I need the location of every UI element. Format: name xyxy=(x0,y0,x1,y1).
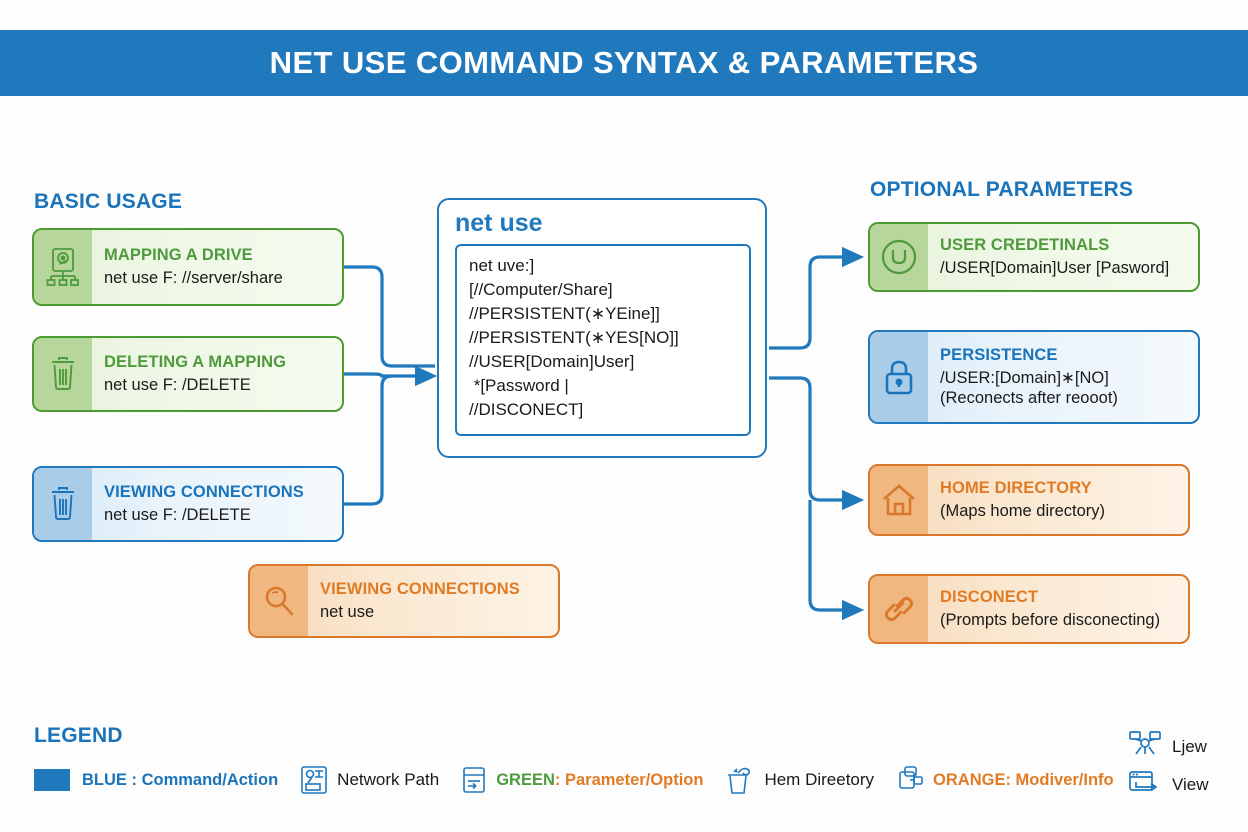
legend-item-orange-modifier: ORANGE: Modiver/Info xyxy=(896,764,1114,796)
card-body: HOME DIRECTORY (Maps home directory) xyxy=(928,466,1188,534)
basic-usage-heading: BASIC USAGE xyxy=(34,190,183,213)
code-line: net uve:] xyxy=(469,255,535,275)
legend-row: BLUE : Command/Action Network Path xyxy=(34,764,1136,796)
code-line: *[Password | xyxy=(469,376,569,396)
card-subtitle: /USER[Domain]User [Pasword] xyxy=(940,258,1170,277)
legend-item-ljew: Ljew xyxy=(1128,730,1209,763)
legend-label: View xyxy=(1172,774,1209,794)
card-body: DISCONECT (Prompts before disconecting) xyxy=(928,576,1188,642)
card-persistence[interactable]: PERSISTENCE /USER:[Domain]∗[NO] (Reconec… xyxy=(868,330,1200,424)
trash-icon xyxy=(34,468,92,540)
color-swatch xyxy=(34,769,70,791)
code-line: //PERSISTENT(∗YES[NO]] xyxy=(469,327,679,347)
card-mapping-a-drive[interactable]: MAPPING A DRIVE net use F: //server/shar… xyxy=(32,228,344,306)
legend-label-green: GREEN xyxy=(496,770,555,789)
legend-label-orange: : Parameter/Option xyxy=(554,770,704,789)
page-title: NET USE COMMAND SYNTAX & PARAMETERS xyxy=(269,45,979,80)
server-icon xyxy=(461,765,487,795)
center-code-block: net uve:] [//Computer/Share] //PERSISTEN… xyxy=(455,243,751,436)
legend-item-blue: BLUE : Command/Action xyxy=(34,769,278,791)
legend-heading: LEGEND xyxy=(34,724,123,747)
header-banner: NET USE COMMAND SYNTAX & PARAMETERS xyxy=(0,30,1248,96)
code-line: [//Computer/Share] xyxy=(469,279,613,299)
card-subtitle: net use F: //server/share xyxy=(104,268,283,287)
card-subtitle: (Prompts before disconecting) xyxy=(940,610,1161,629)
legend-label: Network Path xyxy=(337,770,440,789)
center-box-title: net use xyxy=(455,209,543,237)
legend-item-network-path: Network Path xyxy=(300,765,439,795)
trash-icon xyxy=(34,338,92,410)
legend-label: Hem Direetory xyxy=(764,770,875,789)
card-body: MAPPING A DRIVE net use F: //server/shar… xyxy=(92,230,342,304)
card-body: PERSISTENCE /USER:[Domain]∗[NO] (Reconec… xyxy=(928,332,1198,422)
card-subtitle-2: (Reconects after reooot) xyxy=(940,388,1118,407)
card-body: VIEWING CONNECTIONS net use xyxy=(308,566,558,636)
card-title: PERSISTENCE xyxy=(940,346,1058,365)
link-chain-icon xyxy=(870,576,928,642)
card-disconect[interactable]: DISCONECT (Prompts before disconecting) xyxy=(868,574,1190,644)
window-arrow-icon xyxy=(1128,769,1162,800)
card-subtitle: (Maps home directory) xyxy=(940,501,1106,520)
network-path-icon xyxy=(300,765,328,795)
card-title: DELETING A MAPPING xyxy=(104,353,287,372)
card-body: DELETING A MAPPING net use F: /DELETE xyxy=(92,338,342,410)
lock-icon xyxy=(870,332,928,422)
legend-item-view: View xyxy=(1128,769,1209,800)
hard-drive-network-icon xyxy=(34,230,92,304)
card-body: VIEWING CONNECTIONS net use F: /DELETE xyxy=(92,468,342,540)
card-title: VIEWING CONNECTIONS xyxy=(104,483,304,502)
card-title: MAPPING A DRIVE xyxy=(104,246,253,265)
card-title: USER CREDETINALS xyxy=(940,236,1110,255)
card-title: VIEWING CONNECTIONS xyxy=(320,580,520,599)
center-syntax-box: net use net uve:] [//Computer/Share] //P… xyxy=(437,198,767,458)
home-icon xyxy=(870,466,928,534)
card-title: HOME DIRECTORY xyxy=(940,479,1092,498)
card-home-directory[interactable]: HOME DIRECTORY (Maps home directory) xyxy=(868,464,1190,536)
card-subtitle: net use F: /DELETE xyxy=(104,375,251,394)
legend-item-home-directory: Hem Direetory xyxy=(725,764,874,796)
network-nodes-icon xyxy=(1128,730,1162,763)
trash-key-icon xyxy=(725,764,755,796)
legend-label: ORANGE: Modiver/Info xyxy=(933,770,1114,789)
optional-parameters-heading: OPTIONAL PARAMETERS xyxy=(870,178,1134,201)
card-viewing-connections-blue[interactable]: VIEWING CONNECTIONS net use F: /DELETE xyxy=(32,466,344,542)
card-deleting-a-mapping[interactable]: DELETING A MAPPING net use F: /DELETE xyxy=(32,336,344,412)
code-line: //USER[Domain]User] xyxy=(469,352,635,371)
card-body: USER CREDETINALS /USER[Domain]User [Pasw… xyxy=(928,224,1198,290)
card-user-credentials[interactable]: USER CREDETINALS /USER[Domain]User [Pasw… xyxy=(868,222,1200,292)
code-line: //DISCONECT] xyxy=(469,400,584,420)
card-subtitle: net use xyxy=(320,602,375,621)
magnifier-icon xyxy=(250,566,308,636)
legend-item-green-parameter: GREEN : Parameter/Option xyxy=(461,765,703,795)
code-line: //PERSISTENT(∗YEine]] xyxy=(469,303,660,323)
legend-label: Ljew xyxy=(1172,736,1207,756)
card-title: DISCONECT xyxy=(940,588,1039,607)
legend-right-group: Ljew View xyxy=(1128,730,1209,806)
card-subtitle: net use F: /DELETE xyxy=(104,505,251,524)
legend-label: BLUE : Command/Action xyxy=(82,770,279,789)
user-circle-icon xyxy=(870,224,928,290)
card-subtitle: /USER:[Domain]∗[NO] xyxy=(940,368,1109,387)
share-node-icon xyxy=(896,764,924,796)
card-viewing-connections-orange[interactable]: VIEWING CONNECTIONS net use xyxy=(248,564,560,638)
